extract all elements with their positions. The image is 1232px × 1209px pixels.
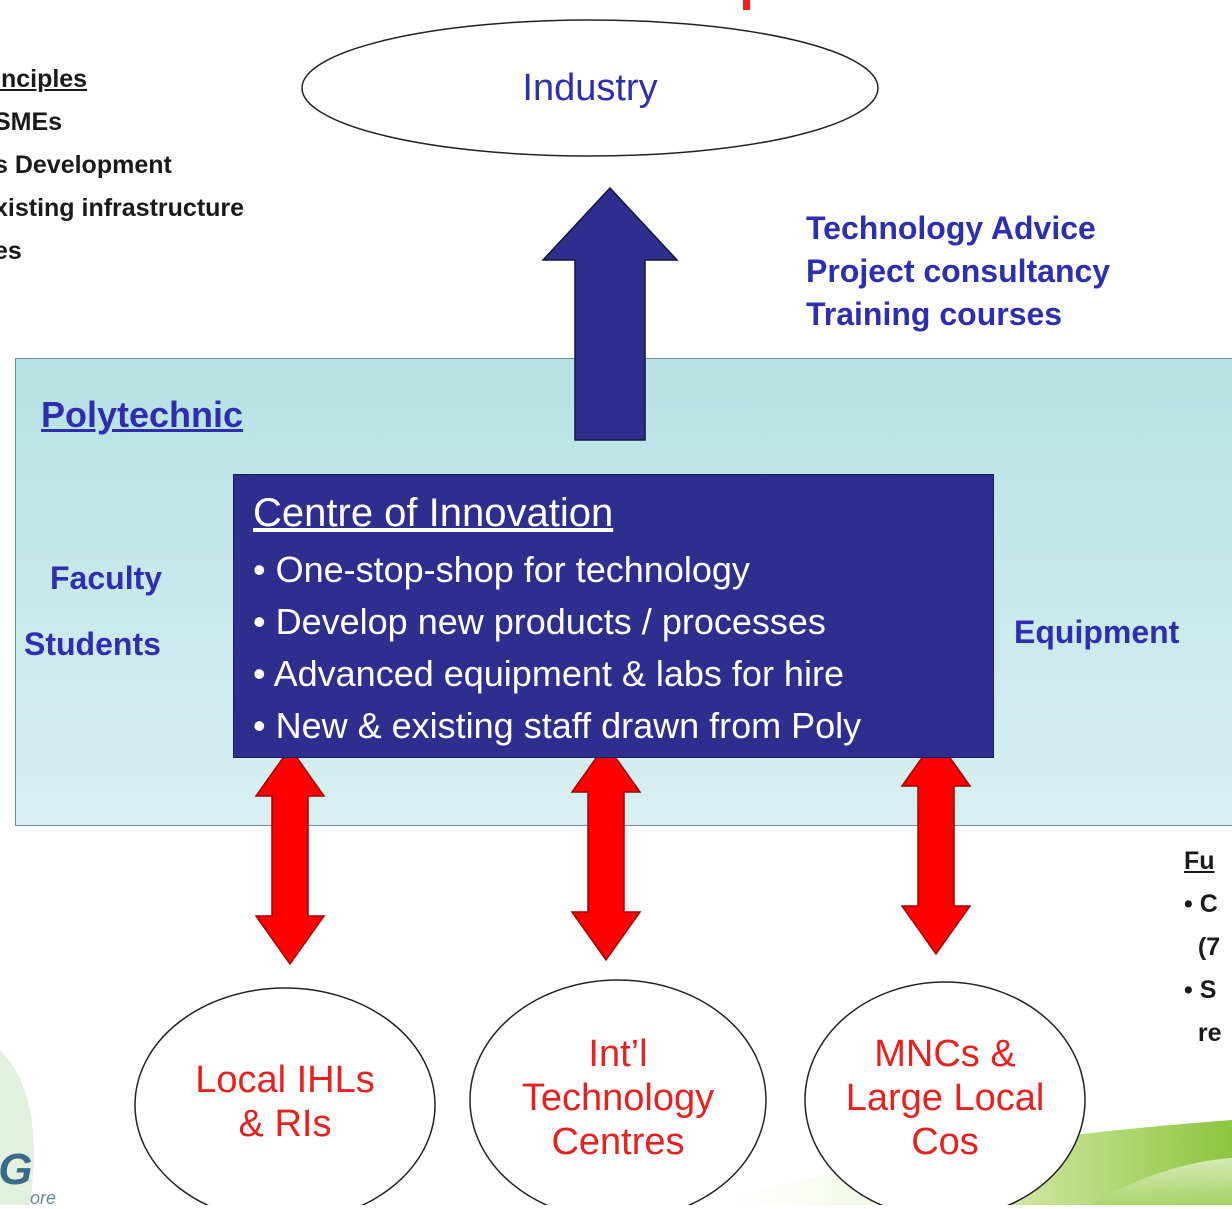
partner-line: Int’l <box>588 1033 648 1075</box>
students-label: Students <box>24 626 161 662</box>
centre-bullet: • Advanced equipment & labs for hire <box>253 653 844 694</box>
page-title: ntre of Innovation – Concept <box>0 0 880 12</box>
partner-label-intl: Int’l Technology Centres <box>478 1032 758 1164</box>
principles-heading: inciples <box>0 65 88 93</box>
funding-item: • S <box>1184 976 1217 1004</box>
faculty-label: Faculty <box>50 560 163 596</box>
double-arrow-middle <box>570 742 642 962</box>
logo-subtext: ore <box>30 1188 57 1208</box>
principles-item: s Development <box>0 151 172 179</box>
industry-ellipse <box>301 19 879 157</box>
partner-line: MNCs & <box>874 1033 1016 1075</box>
centre-of-innovation-box <box>233 474 994 758</box>
double-arrow-right <box>900 736 972 956</box>
industry-label: Industry <box>522 67 658 109</box>
principles-list: inciples SMEs s Development xisting infr… <box>0 58 244 273</box>
double-arrow-left <box>254 746 326 966</box>
centre-title: Centre of Innovation <box>253 491 614 535</box>
services-list: Technology Advice Project consultancy Tr… <box>806 207 1110 336</box>
funding-list: Fu • C (7 • S re <box>1184 840 1222 1055</box>
funding-item: • C <box>1184 890 1218 918</box>
service-item: Project consultancy <box>806 253 1111 289</box>
equipment-label: Equipment <box>1014 614 1180 650</box>
partner-line: Large Local <box>845 1077 1045 1119</box>
partner-label-mnc: MNCs & Large Local Cos <box>810 1032 1080 1164</box>
up-arrow <box>541 186 679 441</box>
partner-line: Local IHLs <box>195 1059 375 1101</box>
principles-item: xisting infrastructure <box>0 194 245 222</box>
partner-label-local: Local IHLs & RIs <box>150 1058 420 1146</box>
service-item: Training courses <box>806 296 1063 332</box>
centre-bullet: • New & existing staff drawn from Poly <box>253 705 862 746</box>
centre-bullet: • Develop new products / processes <box>253 601 826 642</box>
centre-bullet: • One-stop-shop for technology <box>253 549 750 590</box>
partner-ellipse-intl <box>469 979 767 1205</box>
partner-line: Centres <box>551 1121 685 1163</box>
logo-wordmark: IG <box>0 1145 33 1194</box>
funding-item: (7 <box>1184 933 1221 961</box>
partner-line: Technology <box>521 1077 715 1119</box>
funding-item: re <box>1184 1019 1222 1047</box>
partner-line: & RIs <box>238 1103 332 1145</box>
partner-ellipse-mnc <box>804 981 1086 1205</box>
partner-ellipse-local <box>134 987 436 1205</box>
partner-line: Cos <box>911 1121 979 1163</box>
principles-item: SMEs <box>0 108 63 136</box>
principles-item: es <box>0 237 22 265</box>
funding-heading: Fu <box>1184 847 1215 875</box>
polytechnic-label: Polytechnic <box>41 394 244 435</box>
service-item: Technology Advice <box>806 210 1096 246</box>
